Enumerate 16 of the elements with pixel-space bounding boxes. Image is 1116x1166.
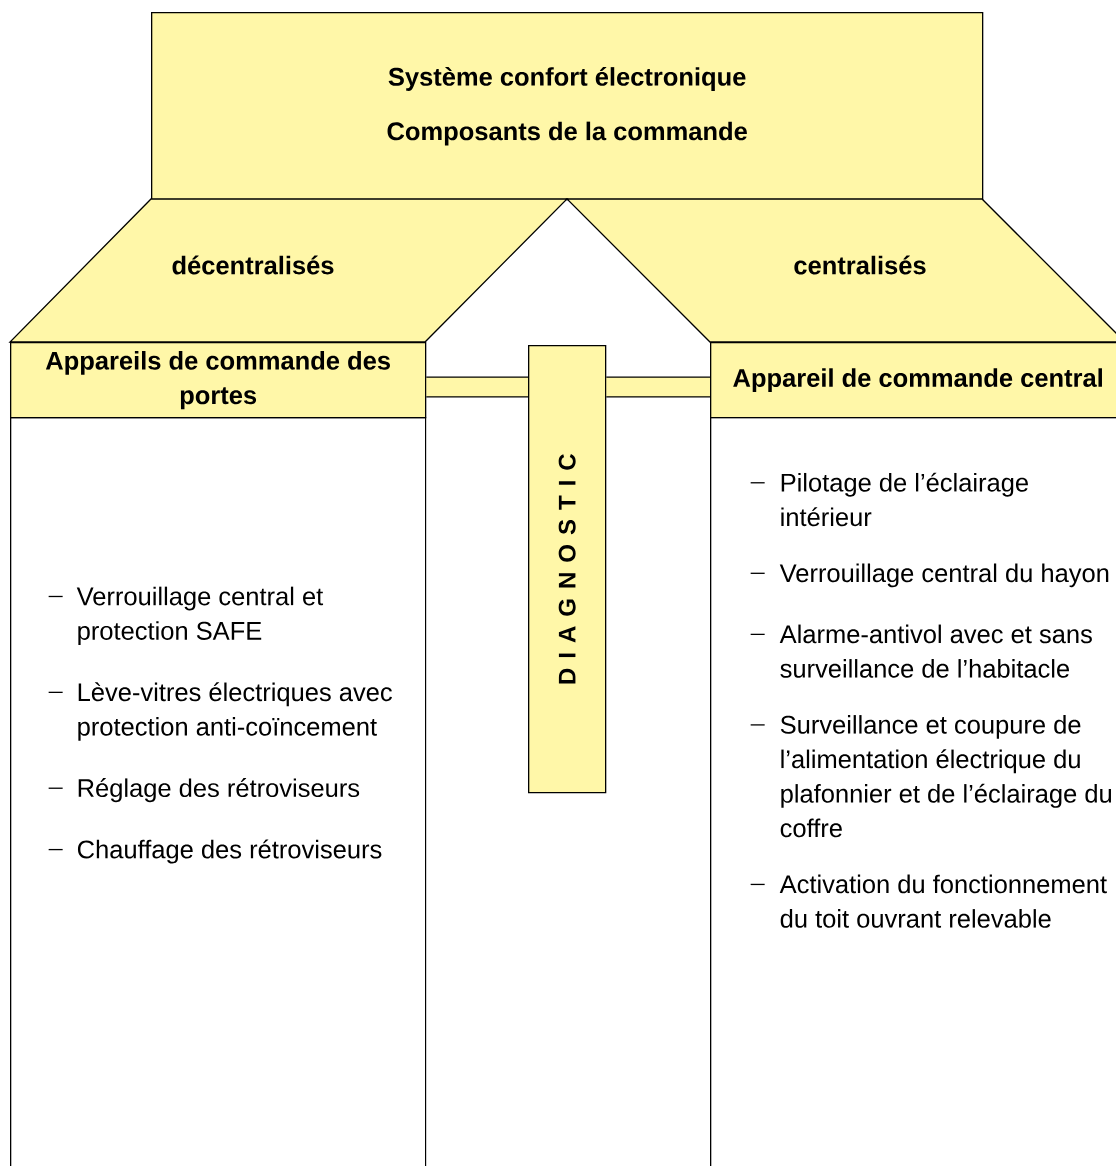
list-item: Verrouillage central du hayon [750, 563, 1109, 588]
panel-box [710, 417, 1116, 1166]
panel-box [10, 417, 427, 1166]
list-item: Pilotage de l’éclairage intérieur [750, 472, 1028, 527]
list-item: Réglage des rétroviseurs [48, 778, 360, 803]
connector-band [426, 376, 528, 398]
list-item: Alarme-antivol avec et sans surveillance de l’habitacle [750, 624, 1092, 678]
list-item: Verrouillage central et protection SAFE [48, 586, 324, 645]
list-item: Lève-vitres électriques avec protection anti-coïncement [48, 682, 392, 741]
header-box: Appareils de commande des portes [10, 342, 427, 419]
diagnostic-bar: D I A G N O S T I C [528, 345, 607, 794]
list-item: Activation du fonctionnement du toit ouvrant relevable [750, 874, 1107, 928]
list-item: Chauffage des rétroviseurs [48, 839, 382, 864]
header-box: Appareil de commande central [710, 342, 1116, 419]
connector-band [606, 376, 710, 398]
list-item: Surveillance et coupure de l’alimentation électrique du plafonnier et de l’éclairage du coffre [750, 715, 1111, 838]
